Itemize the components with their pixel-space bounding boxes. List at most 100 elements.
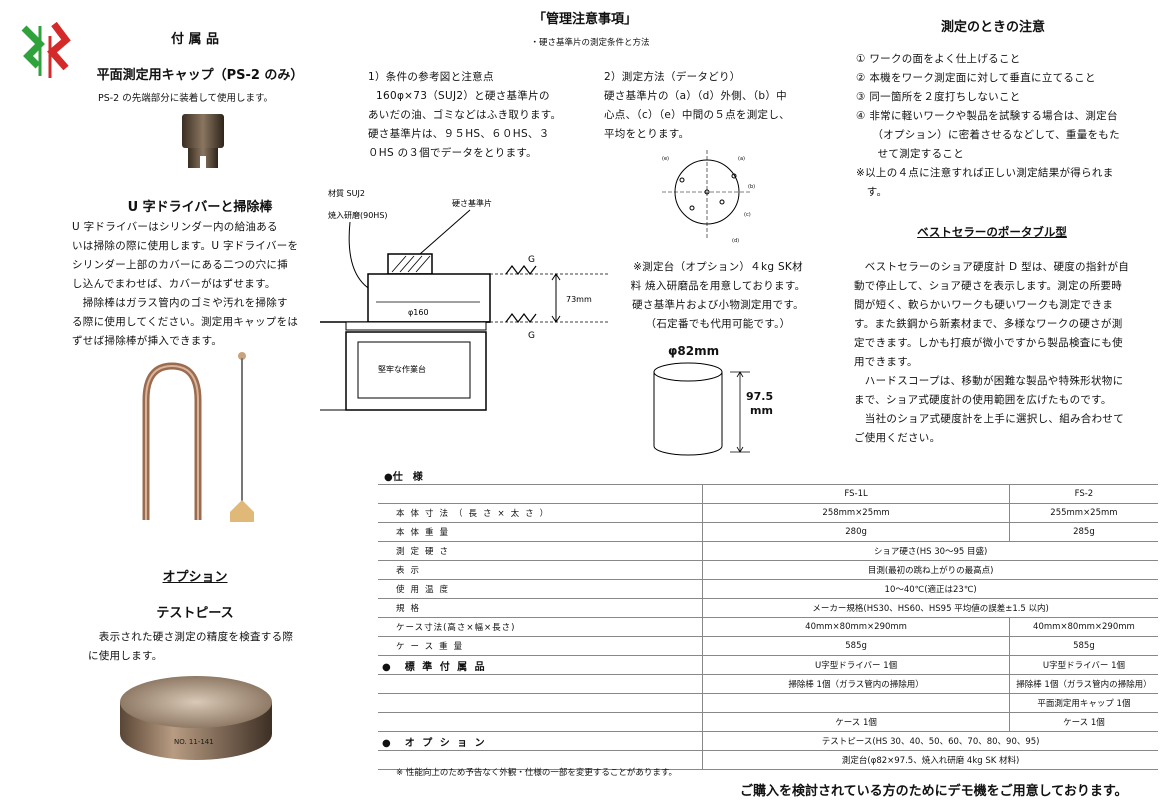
spec-col-fs2: FS-2: [1008, 484, 1158, 504]
driver-line: る際に使用してください。測定用キャップをは: [72, 316, 299, 328]
spec-row: 本体寸法（長さ×太さ） 258mm×25mm 255mm×25mm: [378, 503, 1158, 523]
note-line: せて測定すること: [856, 148, 964, 160]
cap-desc: PS-2 の先端部分に装着して使用します。: [98, 93, 274, 104]
cleaning-rod-image: [230, 352, 254, 522]
polish-label: 焼入研磨(90HS): [328, 210, 388, 220]
driver-line: いは掃除の際に使用します。U 字ドライバーを: [72, 240, 299, 252]
note-line: ② 本機をワーク測定面に対して垂直に立てること: [856, 72, 1096, 84]
std-value: ケース 1個: [1008, 712, 1158, 732]
note-line: ③ 同一箇所を２度打ちしないこと: [856, 91, 1021, 103]
cylinder-dia: φ82mm: [668, 344, 720, 358]
std-value: [702, 693, 1010, 713]
disk-label: NO. 11-141: [174, 738, 214, 746]
cap-image: [182, 114, 224, 168]
option-row: 測定台(φ82×97.5、焼入れ研磨 4kg SK 材料): [378, 750, 1158, 770]
method-title: 2）測定方法（データどり）: [604, 71, 741, 83]
std-value: U字型ドライバー 1個: [1008, 655, 1158, 675]
spec-label: 本体寸法（長さ×太さ）: [378, 503, 703, 523]
stand-desc: ※測定台（オプション）４kg SK材 料 焼入研磨品を用意しております。 硬さ基…: [618, 258, 818, 334]
spec-value: 585g: [1008, 636, 1158, 656]
std-accessories-title: ● 標 準 付 属 品: [378, 655, 703, 675]
conditions-block: 1）条件の参考図と注意点 160φ×73（SUJ2）と硬さ基準片の あいだの油、…: [368, 68, 578, 163]
worktable-label: 堅牢な作業台: [378, 364, 426, 374]
spec-row: 表示 目測(最初の跳ね上がりの最高点): [378, 560, 1158, 580]
note-line: ※以上の４点に注意すれば正しい測定結果が得られま: [856, 167, 1114, 179]
note-line: （オプション）に密着させるなどして、重量をもた: [856, 129, 1120, 141]
testpiece-line: 表示された硬さ測定の精度を検査する際: [88, 631, 294, 643]
driver-title: U 字ドライバーと掃除棒: [127, 200, 273, 215]
spec-table: FS-1L FS-2 本体寸法（長さ×太さ） 258mm×25mm 255mm×…: [378, 484, 1158, 770]
spec-value: メーカー規格(HS30、HS60、HS95 平均値の誤差±1.5 以内): [702, 598, 1158, 618]
testpiece-title: テストピース: [156, 606, 234, 621]
point-label: (d): [732, 238, 739, 244]
note-line: ④ 非常に軽いワークや製品を試験する場合は、測定台: [856, 110, 1118, 122]
spec-row: 測定硬さ ショア硬さ(HS 30～95 目盛): [378, 541, 1158, 561]
measurement-setup-diagram: 材質 SUJ2 焼入研磨(90HS) 硬さ基準片 φ160 堅牢な作業台 G G…: [320, 188, 610, 411]
cylinder-unit: mm: [750, 404, 773, 417]
portable-line: ご使用ください。: [854, 432, 941, 444]
portable-desc: ベストセラーのショア硬度計 D 型は、硬度の指針が自 動で停止して、ショア硬さを…: [854, 258, 1144, 448]
std-value: 平面測定用キャップ 1個: [1008, 693, 1158, 713]
spec-label: 使用温度: [378, 579, 703, 599]
management-title: 「管理注意事項」: [532, 12, 637, 27]
stand-line: （石定番でも代用可能です。）: [645, 318, 791, 330]
portable-line: 用できます。: [854, 356, 918, 368]
spec-title: ●仕 様: [384, 472, 423, 483]
spec-col-fs1l: FS-1L: [702, 484, 1010, 504]
spec-header-row: FS-1L FS-2: [378, 484, 1158, 504]
std-row: 掃除棒 1個（ガラス管内の掃除用） 掃除棒 1個（ガラス管内の掃除用）: [378, 674, 1158, 694]
test-piece-image: NO. 11-141: [120, 676, 272, 760]
spec-label: 測定硬さ: [378, 541, 703, 561]
std-row: ケース 1個 ケース 1個: [378, 712, 1158, 732]
spec-value: 目測(最初の跳ね上がりの最高点): [702, 560, 1158, 580]
driver-desc: U 字ドライバーはシリンダー内の給油ある いは掃除の際に使用します。U 字ドライ…: [72, 218, 337, 351]
spec-value: 585g: [702, 636, 1010, 656]
management-subtitle: ・硬さ基準片の測定条件と方法: [530, 38, 650, 48]
portable-line: ベストセラーのショア硬度計 D 型は、硬度の指針が自: [854, 261, 1130, 273]
block-label: 硬さ基準片: [452, 198, 492, 208]
material-label: 材質 SUJ2: [328, 188, 365, 198]
note-line: ① ワークの面をよく仕上げること: [856, 53, 1021, 65]
stand-line: ※測定台（オプション）４kg SK材: [633, 261, 803, 273]
portable-line: 当社のショア式硬度計を上手に選択し、組み合わせて: [854, 413, 1124, 425]
method-line: 平均をとります。: [604, 128, 690, 140]
u-driver-image: [142, 362, 202, 520]
portable-line: ハードスコープは、移動が困難な製品や特殊形状物に: [854, 375, 1124, 387]
spec-value: 285g: [1008, 522, 1158, 542]
conditions-title: 1）条件の参考図と注意点: [368, 71, 494, 83]
testpiece-desc: 表示された硬さ測定の精度を検査する際 に使用します。: [88, 628, 338, 666]
spec-label: 表示: [378, 560, 703, 580]
spec-row: 本体重量 280g 285g: [378, 522, 1158, 542]
spec-label: ケース寸法(高さ×幅×長さ): [378, 617, 703, 637]
method-line: 心点、（c）（e）中間の５点を測定し、: [604, 109, 790, 121]
conditions-line: 160φ×73（SUJ2）と硬さ基準片の: [376, 90, 550, 102]
driver-line: し込んでまわせば、カバーがはずせます。: [72, 278, 276, 290]
spec-row: ケース寸法(高さ×幅×長さ) 40mm×80mm×290mm 40mm×80mm…: [378, 617, 1158, 637]
method-block: 2）測定方法（データどり） 硬さ基準片の（a）（d）外側、（b）中 心点、（c）…: [604, 68, 814, 144]
spec-value: 258mm×25mm: [702, 503, 1010, 523]
notes-list: ① ワークの面をよく仕上げること ② 本機をワーク測定面に対して垂直に立てること…: [856, 50, 1146, 202]
method-line: 硬さ基準片の（a）（d）外側、（b）中: [604, 90, 787, 102]
spec-footnote: ※ 性能向上のため予告なく外観・仕様の一部を変更することがあります。: [396, 768, 677, 778]
driver-line: 掃除棒はガラス管内のゴミや汚れを掃除す: [72, 297, 288, 309]
stand-cylinder-diagram: [653, 362, 750, 456]
driver-line: ずせば掃除棒が挿入できます。: [72, 335, 223, 347]
cap-title: 平面測定用キャップ（PS-2 のみ）: [96, 68, 304, 83]
std-value: ケース 1個: [702, 712, 1010, 732]
spec-label: ケース重量: [378, 636, 703, 656]
portable-title: ベストセラーのポータブル型: [917, 225, 1067, 239]
spec-value: 255mm×25mm: [1008, 503, 1158, 523]
logo-mark: [21, 21, 71, 78]
spec-value: 40mm×80mm×290mm: [702, 617, 1010, 637]
point-label: (a): [738, 156, 745, 162]
conditions-line: あいだの油、ゴミなどはふき取ります。: [368, 109, 562, 121]
driver-line: シリンダー上部のカバーにある二つの穴に挿: [72, 259, 288, 271]
point-label: (e): [662, 156, 669, 162]
driver-line: U 字ドライバーはシリンダー内の給油ある: [72, 221, 278, 233]
height-label: 73mm: [566, 295, 592, 304]
option-title: オプション: [162, 570, 228, 585]
conditions-line: ０HS の３個でデータをとります。: [368, 147, 537, 159]
spec-value: ショア硬さ(HS 30～95 目盛): [702, 541, 1158, 561]
g-top-label: G: [528, 255, 535, 265]
spec-value: 10～40℃(適正は23℃): [702, 579, 1158, 599]
